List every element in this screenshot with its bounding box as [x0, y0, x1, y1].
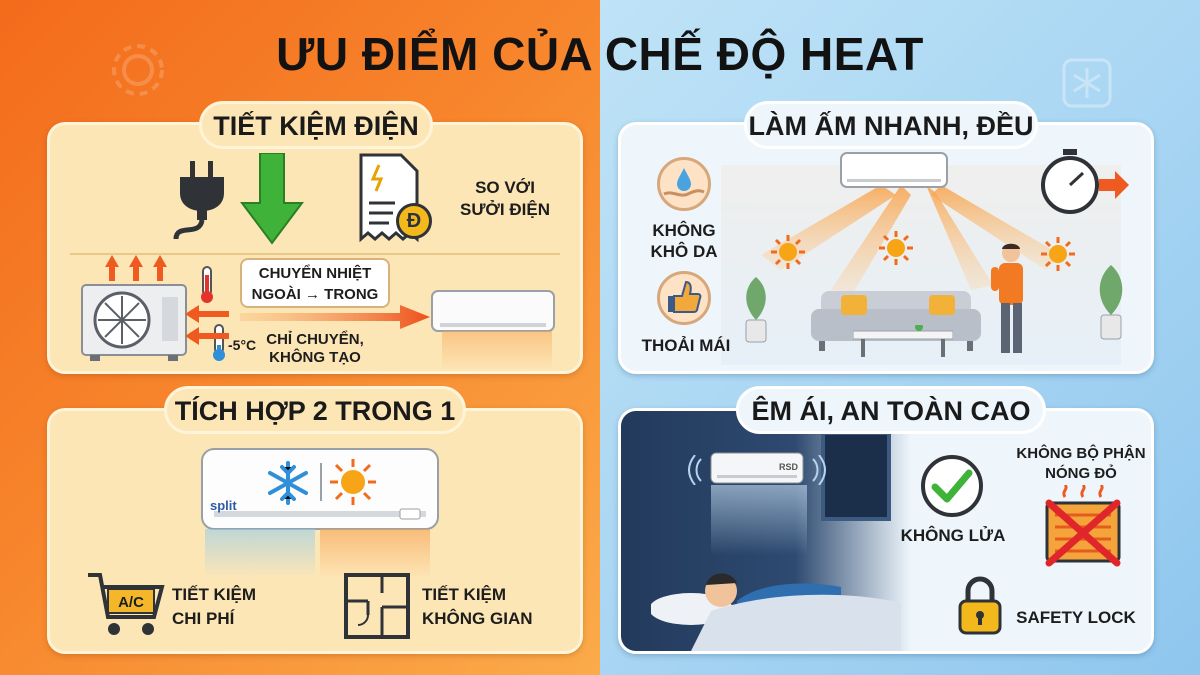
page-title: ƯU ĐIỂM CỦA CHẾ ĐỘ HEAT: [276, 28, 924, 80]
down-arrow-icon: [240, 153, 304, 245]
plant: [1091, 263, 1131, 343]
thumbs-up-icon: [657, 271, 711, 325]
transfer-label-1: CHUYỂN NHIỆT: [258, 265, 372, 282]
panel-lam-am: KHÔNG KHÔ DA THOẢI MÁI: [618, 122, 1154, 374]
sun-icon: [879, 231, 913, 265]
cart-label: A/C: [118, 594, 144, 611]
transfer-box: [240, 258, 390, 308]
unit-brand-label: RSD: [779, 462, 799, 472]
gear-icon: [108, 40, 168, 100]
warm-air-streams: [761, 185, 1061, 295]
snowflake-icon: [266, 461, 310, 505]
no-hot-label-2: NÓNG ĐỎ: [1045, 465, 1117, 482]
window: [821, 431, 891, 521]
split-ac-unit: [200, 447, 440, 537]
transfer-label-2: NGOÀI → TRONG: [251, 286, 379, 303]
snowflake-icon: [1062, 58, 1112, 108]
sun-icon: [330, 459, 376, 505]
thermometer-hot-icon: [198, 265, 216, 305]
heading-tiet-kiem-dien: TIẾT KIỆM ĐIỆN: [199, 101, 433, 149]
sun-icon: [771, 235, 805, 269]
compare-label-1: SO VỚI: [475, 178, 535, 197]
divider: [70, 253, 560, 255]
temp-label: -5°C: [228, 337, 257, 353]
floorplan-icon: [342, 571, 412, 641]
space-label-1: TIẾT KIỆM: [422, 585, 507, 604]
skin-label-2: KHÔ DA: [650, 242, 718, 261]
skin-label-1: KHÔNG: [652, 221, 716, 240]
sleeping-person: [651, 551, 901, 651]
space-label-2: KHÔNG GIAN: [422, 609, 533, 628]
sun-icon: [1041, 237, 1075, 271]
sound-waves-icon: [687, 455, 827, 485]
heading-tich-hop: TÍCH HỢP 2 TRONG 1: [164, 386, 466, 434]
coin-icon: Đ: [396, 203, 432, 239]
stopwatch-icon: [1031, 149, 1131, 215]
night-ac-unit: [709, 451, 805, 491]
heading-em-ai: ÊM ÁI, AN TOÀN CAO: [736, 386, 1046, 434]
cost-label-2: CHI PHÍ: [172, 609, 235, 628]
person: [989, 243, 1035, 359]
heading-lam-am: LÀM ẤM NHANH, ĐỀU: [744, 101, 1038, 149]
warm-airflow: [442, 331, 552, 371]
only-label-1: CHỈ CHUYỂN,: [266, 331, 364, 348]
wall-ac-unit: [839, 151, 949, 193]
cool-beam: [711, 485, 807, 555]
warm-airflow: [320, 529, 430, 579]
comfort-label: THOẢI MÁI: [641, 336, 731, 355]
heater-crossed-icon: [1041, 485, 1125, 569]
only-label-2: KHÔNG TẠO: [269, 349, 361, 366]
no-fire-label: KHÔNG LỬA: [900, 526, 1006, 545]
heat-in-arrows: [185, 303, 229, 347]
plant: [736, 275, 776, 345]
skin-icon: [657, 157, 711, 211]
cool-airflow: [205, 529, 315, 579]
panel-em-ai: RSD KHÔNG LỬA KHÔNG BỘ PHẬN NÓNG ĐỎ SAFE…: [618, 408, 1154, 654]
safety-lock-label: SAFETY LOCK: [1016, 608, 1136, 627]
check-icon: [921, 455, 983, 517]
shopping-cart-icon: [86, 571, 166, 641]
coffee-table: [853, 325, 953, 359]
lock-icon: [957, 575, 1003, 637]
panel-tiet-kiem-dien: Đ SO VỚI SƯỞI ĐIỆN -5°C CHUYỂN NHIỆT NGO…: [47, 122, 583, 374]
heat-up-arrows: [105, 255, 175, 281]
outdoor-unit: [80, 283, 190, 363]
panel-tich-hop: split A/C TIẾT KIỆM CHI PHÍ TIẾT KIỆM KH…: [47, 408, 583, 654]
no-hot-label-1: KHÔNG BỘ PHẬN: [1016, 445, 1146, 462]
plug-icon: [170, 153, 250, 243]
brand-label: split: [210, 498, 237, 513]
compare-label-2: SƯỞI ĐIỆN: [459, 200, 550, 219]
cost-label-1: TIẾT KIỆM: [172, 585, 257, 604]
transfer-arrow: [240, 305, 430, 329]
